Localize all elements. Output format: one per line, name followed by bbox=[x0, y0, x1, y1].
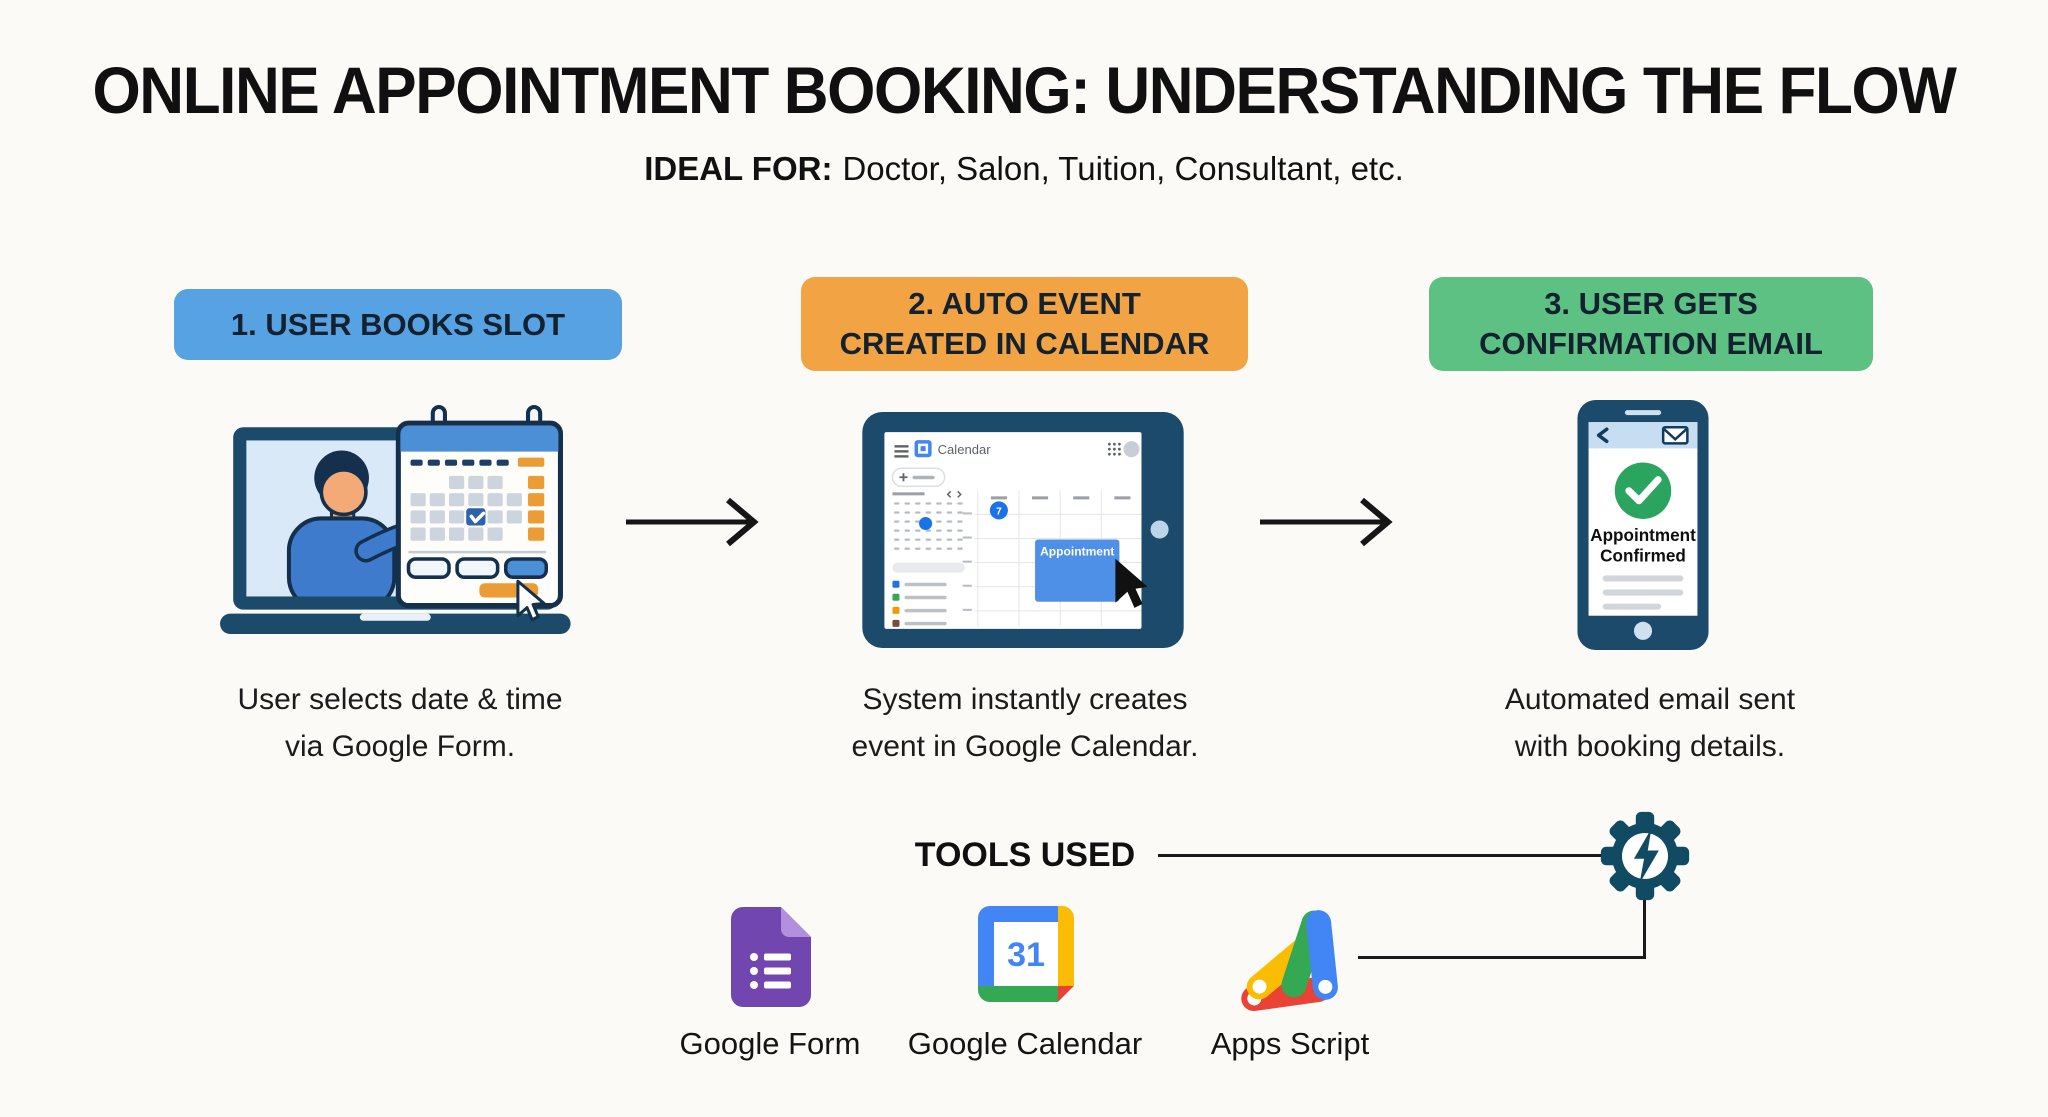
gear-automation-icon bbox=[1600, 811, 1690, 901]
connector-line-gear-down bbox=[1643, 898, 1646, 959]
time-labels bbox=[962, 512, 972, 611]
tablet-camera bbox=[1150, 520, 1169, 539]
page-title-text: ONLINE APPOINTMENT BOOKING: UNDERSTANDIN… bbox=[92, 53, 1956, 127]
tool-label-google-form: Google Form bbox=[679, 1026, 861, 1061]
appointment-event-block bbox=[1035, 539, 1120, 602]
subtitle-text: Doctor, Salon, Tuition, Consultant, etc. bbox=[842, 150, 1404, 187]
connector-line-heading-to-gear bbox=[1158, 854, 1602, 857]
connector-line-to-apps-script bbox=[1358, 956, 1646, 959]
apps-grid-icon bbox=[1107, 442, 1121, 456]
step-header-1: 1. USER BOOKS SLOT bbox=[174, 289, 622, 360]
step-3-title-line1: 3. USER GETS bbox=[1544, 286, 1758, 321]
flow-arrow-1 bbox=[626, 497, 759, 547]
phone-status-line2: Confirmed bbox=[1600, 545, 1686, 565]
step-3-title-line2: CONFIRMATION EMAIL bbox=[1479, 326, 1823, 361]
hamburger-menu-icon bbox=[894, 445, 909, 458]
step-2-title-line1: 2. AUTO EVENT bbox=[908, 286, 1141, 321]
google-form-icon bbox=[731, 907, 811, 1007]
booking-calendar-card bbox=[395, 404, 563, 622]
cursor-icon bbox=[516, 579, 546, 622]
lightning-bolt-icon bbox=[1633, 828, 1659, 884]
today-number: 7 bbox=[996, 506, 1002, 517]
apps-script-icon bbox=[1239, 907, 1340, 1012]
avatar bbox=[1123, 441, 1140, 458]
selected-date-checkbox bbox=[466, 508, 486, 526]
calendar-list bbox=[892, 580, 947, 627]
mini-month-calendar bbox=[892, 490, 966, 551]
step-2-caption: System instantly creates event in Google… bbox=[851, 683, 1199, 763]
tool-label-google-calendar: Google Calendar bbox=[907, 1026, 1143, 1061]
calendar-day-number: 31 bbox=[1007, 936, 1045, 974]
step-1-caption: User selects date & time via Google Form… bbox=[237, 683, 563, 763]
step-1-title-line1: 1. USER BOOKS SLOT bbox=[230, 306, 566, 342]
success-check-icon bbox=[1614, 462, 1672, 519]
subtitle: IDEAL FOR:Doctor, Salon, Tuition, Consul… bbox=[0, 150, 2048, 188]
calendar-app-title: Calendar bbox=[938, 442, 992, 457]
subtitle-label: IDEAL FOR: bbox=[644, 150, 833, 187]
envelope-icon bbox=[1661, 425, 1689, 445]
phone-speaker bbox=[1624, 410, 1662, 416]
sidebar-search-pill bbox=[892, 562, 965, 573]
page-title: ONLINE APPOINTMENT BOOKING: UNDERSTANDIN… bbox=[0, 52, 2048, 128]
cursor-icon bbox=[1115, 558, 1148, 608]
phone-confirmation-illustration: Appointment Confirmed bbox=[1577, 400, 1709, 650]
tool-label-apps-script: Apps Script bbox=[1210, 1026, 1370, 1061]
appointment-event-label: Appointment bbox=[1040, 545, 1114, 559]
step-header-2: 2. AUTO EVENT CREATED IN CALENDAR bbox=[801, 277, 1248, 371]
phone-status-line1: Appointment bbox=[1590, 525, 1696, 545]
step-2-title-line2: CREATED IN CALENDAR bbox=[839, 326, 1210, 361]
tools-heading: TOOLS USED bbox=[914, 836, 1136, 874]
flow-arrow-2 bbox=[1260, 497, 1393, 547]
today-circle bbox=[989, 501, 1008, 520]
step-header-3: 3. USER GETS CONFIRMATION EMAIL bbox=[1429, 277, 1873, 371]
google-calendar-icon: 31 bbox=[978, 906, 1074, 1002]
laptop-base bbox=[220, 613, 571, 634]
day-headers bbox=[990, 496, 1131, 500]
home-button bbox=[1633, 621, 1653, 640]
email-body-lines bbox=[1602, 575, 1684, 610]
step-3-caption: Automated email sent with booking detail… bbox=[1504, 683, 1796, 763]
create-button bbox=[891, 467, 946, 488]
tablet-calendar-illustration: Calendar bbox=[862, 412, 1184, 648]
laptop-booking-illustration bbox=[220, 404, 571, 634]
calendar-logo-icon bbox=[914, 440, 932, 458]
back-chevron-icon bbox=[1596, 427, 1609, 444]
